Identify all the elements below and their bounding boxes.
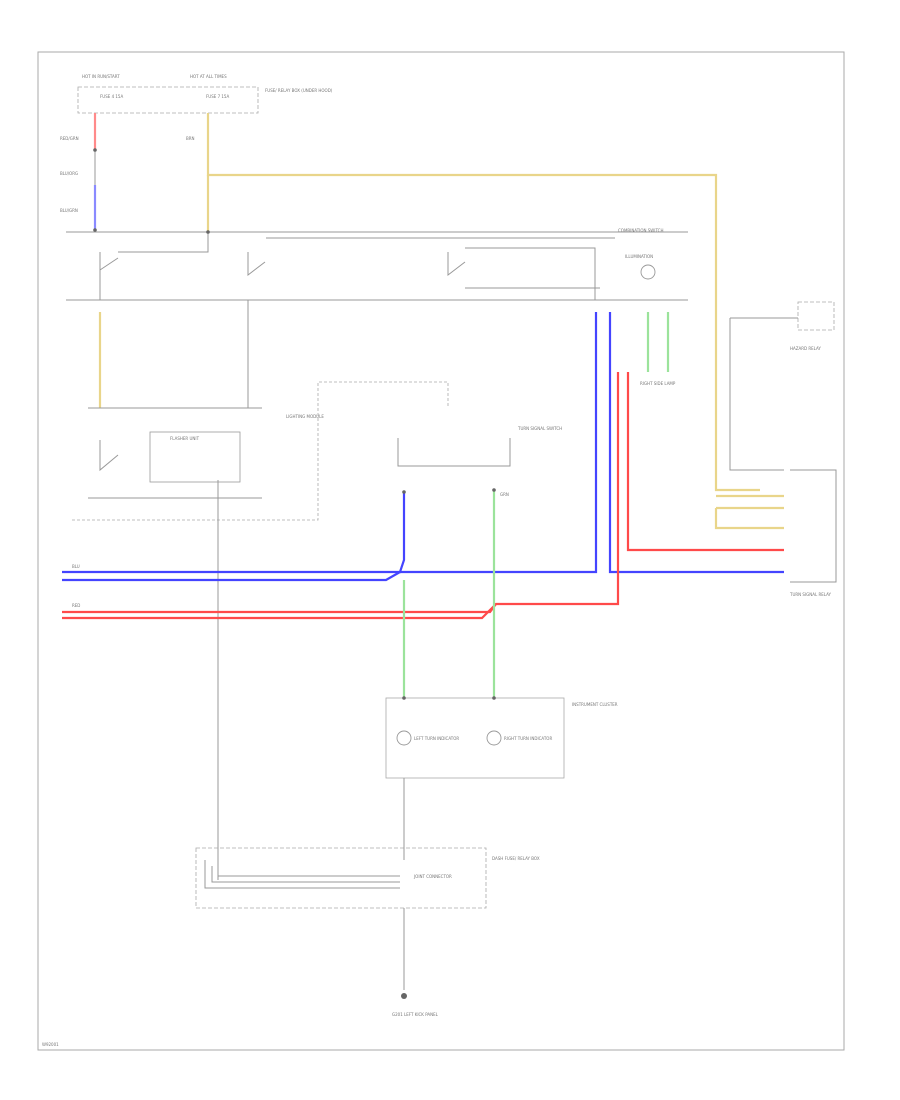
connector-dot-5 <box>492 488 496 492</box>
right-ind-label: RIGHT TURN INDICATOR <box>504 736 552 741</box>
wire-red-right <box>626 372 784 552</box>
left-ind-label: LEFT TURN INDICATOR <box>414 736 459 741</box>
module-label: LIGHTING MODULE <box>286 414 324 419</box>
wire-code-3: BLU/GRN <box>60 208 78 213</box>
connector-dot-6 <box>402 696 406 700</box>
fuse-a-label: FUSE 4 15A <box>100 94 123 99</box>
fuse-block-label: FUSE/ RELAY BOX (UNDER HOOD) <box>265 88 333 93</box>
right-indicator-bulb <box>486 730 502 746</box>
wire-code-6: RED <box>72 603 80 608</box>
wire-code-5: BLU <box>72 564 80 569</box>
diagram-frame <box>37 51 845 1051</box>
hot-all-label: HOT AT ALL TIMES <box>190 74 227 79</box>
illumination-label: ILLUMINATION <box>625 254 653 259</box>
connector-dot-1 <box>93 148 97 152</box>
wire-red-h2 <box>62 603 497 620</box>
joint-conn-label: JOINT CONNECTOR <box>413 874 452 879</box>
turn-switch-box <box>397 438 511 467</box>
connector-dot-7 <box>492 696 496 700</box>
wire-code-2: BLU/ORG <box>60 171 78 176</box>
wire-blue-h2 <box>62 571 401 582</box>
wire-yellow-long <box>206 113 760 492</box>
dash-fuse-label: DASH FUSE/ RELAY BOX <box>492 856 540 861</box>
ground-point <box>401 993 407 999</box>
flasher-label: FLASHER UNIT <box>170 436 200 441</box>
connector-dot-4 <box>402 490 406 494</box>
lamp-right-label: RIGHT SIDE LAMP <box>640 381 676 386</box>
wire-blue-h1 <box>62 492 406 574</box>
wire-blue-right <box>608 312 784 574</box>
joint-lines <box>204 860 400 889</box>
wire-code-4: BRN <box>186 136 195 141</box>
fuse-box-top <box>77 86 259 114</box>
wire-yellow-relay-3 <box>714 508 784 530</box>
connector-dot-3 <box>206 230 210 234</box>
fuse-b-label: FUSE 7 15A <box>206 94 229 99</box>
multi-switch-label: COMBINATION SWITCH <box>618 228 663 233</box>
switch-link <box>118 232 209 253</box>
relay-frame <box>790 469 837 583</box>
wire-relay-link <box>729 317 798 471</box>
hot-fuse-label: HOT IN RUN/START <box>82 74 120 79</box>
switch-3 <box>447 252 466 277</box>
module-dash-box <box>72 381 449 521</box>
switch-link-2 <box>465 247 596 300</box>
switch-2 <box>247 252 266 277</box>
wire-code-7: GRN <box>500 492 509 497</box>
illumination-bulb <box>640 264 656 280</box>
hazard-relay-box <box>797 301 835 331</box>
switch-flasher <box>99 440 119 472</box>
connector-dot-2 <box>93 228 97 232</box>
indicator-cluster-box <box>385 697 565 779</box>
wire-code-1: RED/GRN <box>60 136 79 141</box>
switch-1 <box>99 252 119 271</box>
ground-label: G201 LEFT KICK PANEL <box>392 1012 439 1017</box>
left-indicator-bulb <box>396 730 412 746</box>
horn-label: TURN SIGNAL RELAY <box>789 592 832 597</box>
page-id: W92001 <box>42 1042 59 1047</box>
joint-conn-box <box>195 847 487 909</box>
turn-sig-label: TURN SIGNAL SWITCH <box>517 426 562 431</box>
indicator-cluster-label: INSTRUMENT CLUSTER <box>572 702 618 707</box>
flasher-box <box>149 431 241 483</box>
wire-blue-h1b <box>400 312 598 574</box>
hazard-relay-label: HAZARD RELAY <box>790 346 821 351</box>
